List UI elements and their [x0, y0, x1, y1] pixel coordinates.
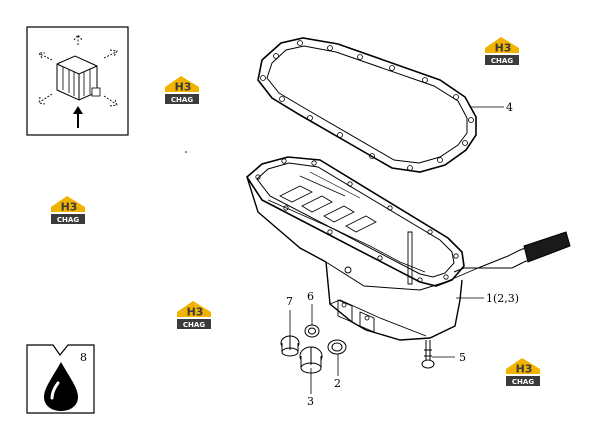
watermark-logo: H3 CHAG: [176, 300, 214, 340]
watermark-top-text: H3: [175, 81, 192, 94]
watermark-bottom-text: CHAG: [512, 378, 534, 386]
engine-orientation-icon: [26, 26, 129, 136]
watermark-bottom-text: CHAG: [171, 96, 193, 104]
watermark-top-text: H3: [61, 201, 78, 214]
callout-6: 6: [307, 290, 314, 303]
oil-drop-icon: [26, 344, 95, 414]
bolt-5: [421, 340, 435, 369]
sealant-tube: [453, 231, 571, 273]
callout-2: 2: [334, 377, 341, 390]
callout-4: 4: [506, 101, 513, 114]
watermark-bottom-text: CHAG: [57, 216, 79, 224]
callout-3: 3: [307, 395, 314, 408]
watermark-bottom-text: CHAG: [183, 321, 205, 329]
washer-6: [304, 324, 320, 338]
watermark-top-text: H3: [495, 42, 512, 55]
oil-pan-gasket: [257, 37, 477, 173]
callout-7: 7: [286, 295, 293, 308]
watermark-top-text: H3: [187, 306, 204, 319]
watermark-logo: H3 CHAG: [505, 357, 543, 397]
leader-lines: [289, 304, 455, 394]
watermark-bottom-text: CHAG: [491, 57, 513, 65]
watermark-logo: H3 CHAG: [484, 36, 522, 76]
watermark-logo: H3 CHAG: [50, 195, 88, 235]
callout-1: 1(2,3): [486, 292, 519, 305]
gasket-2: [327, 339, 347, 355]
watermark-top-text: H3: [516, 363, 533, 376]
callout-5: 5: [459, 351, 466, 364]
watermark-logo: H3 CHAG: [164, 75, 202, 115]
drain-bolt-7: [280, 335, 300, 357]
leader-line: [435, 267, 479, 287]
callout-8: 8: [80, 351, 87, 364]
oil-pan: [245, 156, 465, 341]
